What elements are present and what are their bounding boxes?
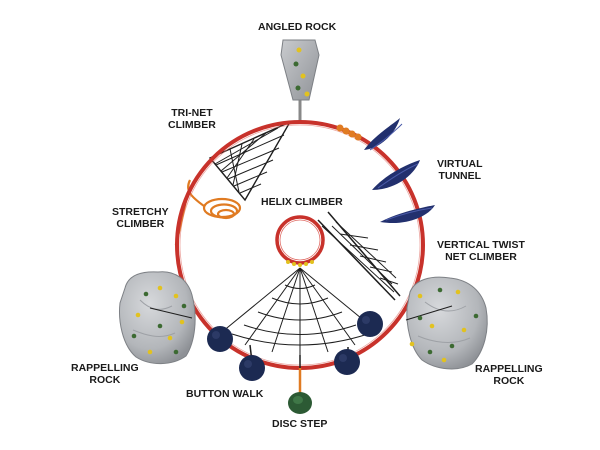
label-rappelling-left-line2: ROCK xyxy=(89,374,121,386)
label-vertical-twist-net-climber: VERTICAL TWIST NET CLIMBER xyxy=(437,239,525,263)
spider-web-net xyxy=(221,267,379,355)
label-stretchy-climber: STRETCHY CLIMBER xyxy=(112,206,169,230)
rappelling-rock-right xyxy=(405,276,488,370)
button-seat xyxy=(207,326,233,352)
label-rappelling-rock-left: RAPPELLING ROCK xyxy=(71,362,139,386)
label-virtual-tunnel-line2: TUNNEL xyxy=(438,170,482,182)
button-seat xyxy=(334,349,360,375)
label-vertical-twist-line1: VERTICAL TWIST xyxy=(437,239,525,251)
label-rappelling-right-line2: ROCK xyxy=(493,375,525,387)
label-angled-rock: ANGLED ROCK xyxy=(258,21,337,33)
label-disc-step: DISC STEP xyxy=(272,418,328,430)
vertical-twist-net-climber xyxy=(317,211,401,301)
button-seat xyxy=(239,355,265,381)
virtual-tunnel xyxy=(336,118,435,224)
label-virtual-tunnel-line1: VIRTUAL xyxy=(437,158,483,170)
stretchy-climber xyxy=(174,179,242,246)
label-tri-net-climber: TRI-NET CLIMBER xyxy=(168,107,216,131)
label-rappelling-right-line1: RAPPELLING xyxy=(475,363,543,375)
label-helix-climber: HELIX CLIMBER xyxy=(261,196,343,208)
rappelling-rock-left xyxy=(119,271,196,365)
label-stretchy-climber-line1: STRETCHY xyxy=(112,206,169,218)
button-walk xyxy=(207,311,383,381)
button-seat xyxy=(357,311,383,337)
label-tri-net-climber-line1: TRI-NET xyxy=(171,107,213,119)
angled-rock xyxy=(280,39,320,122)
label-rappelling-left-line1: RAPPELLING xyxy=(71,362,139,374)
label-tri-net-climber-line2: CLIMBER xyxy=(168,119,216,131)
label-vertical-twist-line2: NET CLIMBER xyxy=(445,251,517,263)
label-rappelling-rock-right: RAPPELLING ROCK xyxy=(475,363,543,387)
disc-step xyxy=(288,355,312,414)
tri-net-climber xyxy=(208,120,292,202)
label-button-walk: BUTTON WALK xyxy=(186,388,264,400)
label-stretchy-climber-line2: CLIMBER xyxy=(116,218,165,230)
helix-climber xyxy=(275,215,325,267)
label-virtual-tunnel: VIRTUAL TUNNEL xyxy=(437,158,483,182)
